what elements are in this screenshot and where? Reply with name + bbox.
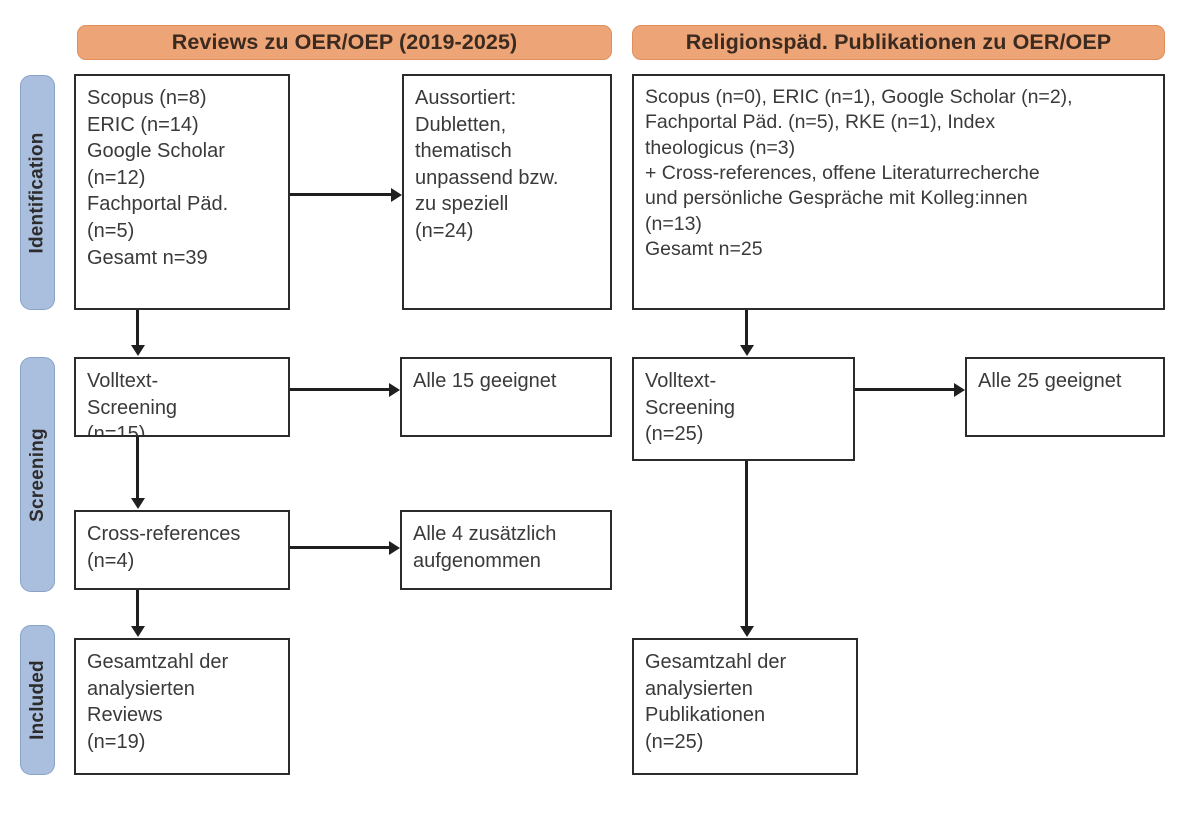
box-right-included-total: Gesamtzahl der analysierten Publikatione…	[632, 638, 858, 775]
connector-left-sources-to-screening	[136, 310, 139, 346]
connector-left-crossrefs-to-included	[136, 590, 139, 627]
column-header-reviews: Reviews zu OER/OEP (2019-2025)	[77, 25, 612, 60]
arrowhead-right-screening-to-suitable	[954, 383, 965, 397]
connector-left-crossrefs-to-added	[290, 546, 389, 549]
box-right-all-suitable: Alle 25 geeignet	[965, 357, 1165, 437]
box-left-included-total: Gesamtzahl der analysierten Reviews (n=1…	[74, 638, 290, 775]
box-left-excluded: Aussortiert: Dubletten, thematisch unpas…	[402, 74, 612, 310]
box-right-identification-sources: Scopus (n=0), ERIC (n=1), Google Scholar…	[632, 74, 1165, 310]
box-right-fulltext-screening: Volltext- Screening (n=25)	[632, 357, 855, 461]
arrowhead-left-sources-to-screening	[130, 345, 145, 356]
phase-label-identification-text: Identification	[26, 131, 48, 254]
arrowhead-left-screening-to-suitable	[389, 383, 400, 397]
connector-left-screening-to-crossrefs	[136, 437, 139, 499]
box-left-cross-references: Cross-references (n=4)	[74, 510, 290, 590]
connector-right-sources-to-screening	[745, 310, 748, 346]
box-left-identification-sources: Scopus (n=8) ERIC (n=14) Google Scholar …	[74, 74, 290, 310]
arrowhead-left-crossrefs-to-added	[389, 541, 400, 555]
column-header-religionspaed: Religionspäd. Publikationen zu OER/OEP	[632, 25, 1165, 60]
box-left-fulltext-screening: Volltext- Screening (n=15)	[74, 357, 290, 437]
arrowhead-right-sources-to-screening	[739, 345, 754, 356]
column-header-religionspaed-label: Religionspäd. Publikationen zu OER/OEP	[685, 30, 1112, 54]
phase-label-screening-text: Screening	[26, 427, 48, 522]
phase-label-identification: Identification	[20, 75, 55, 310]
phase-label-included: Included	[20, 625, 55, 775]
phase-label-included-text: Included	[26, 660, 48, 740]
box-left-all-added: Alle 4 zusätzlich aufgenommen	[400, 510, 612, 590]
connector-right-screening-to-suitable	[855, 388, 954, 391]
arrowhead-left-sources-to-excluded	[391, 188, 402, 202]
column-header-reviews-label: Reviews zu OER/OEP (2019-2025)	[171, 30, 518, 54]
box-left-all-suitable: Alle 15 geeignet	[400, 357, 612, 437]
connector-right-screening-to-included	[745, 461, 748, 627]
phase-label-screening: Screening	[20, 357, 55, 592]
connector-left-screening-to-suitable	[290, 388, 389, 391]
arrowhead-left-screening-to-crossrefs	[130, 498, 145, 509]
arrowhead-right-screening-to-included	[739, 626, 754, 637]
arrowhead-left-crossrefs-to-included	[130, 626, 145, 637]
connector-left-sources-to-excluded	[290, 193, 391, 196]
